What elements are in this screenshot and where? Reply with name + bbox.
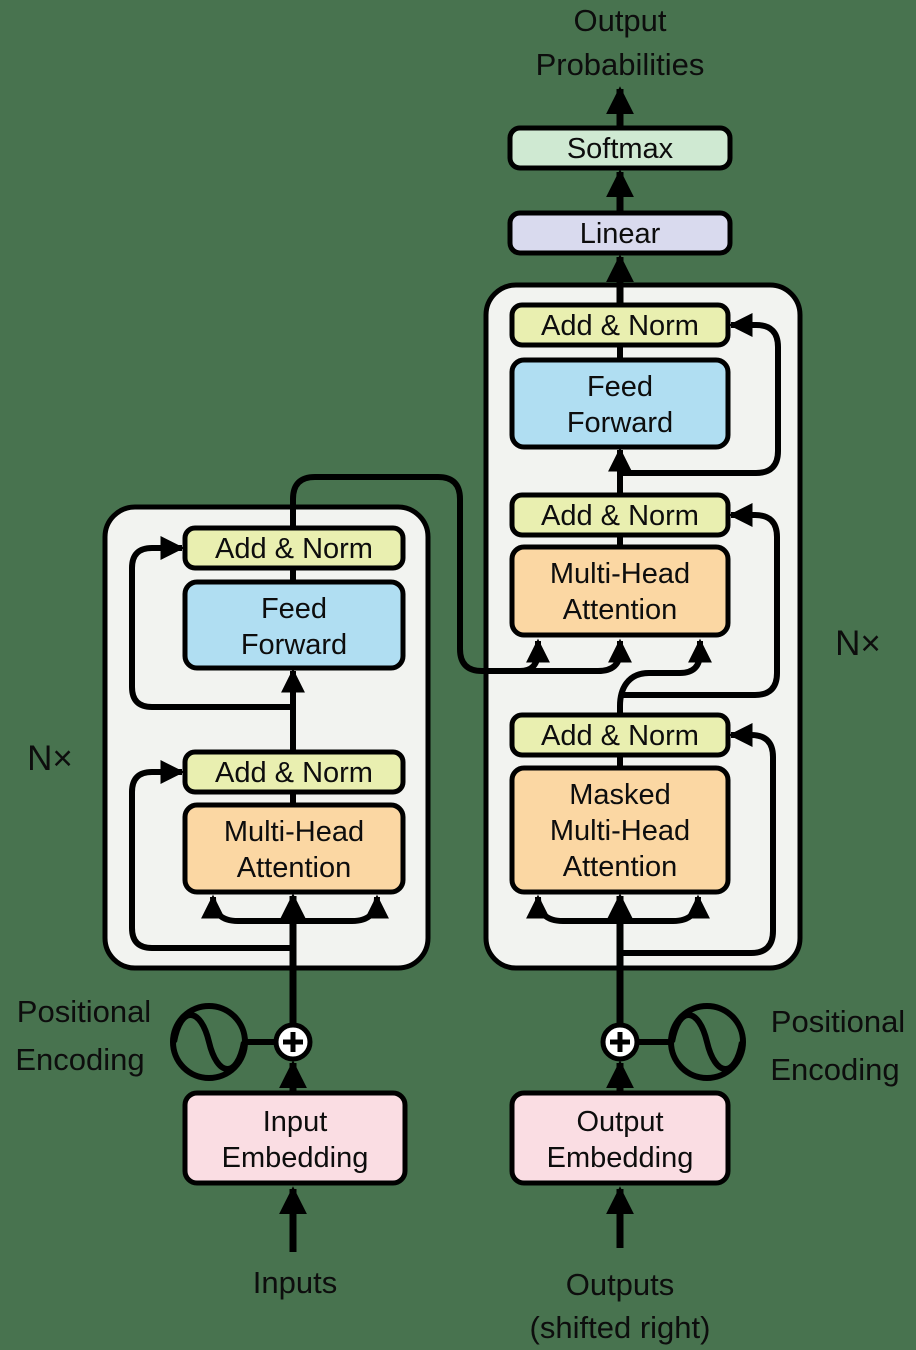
encoder-stack: Add & Norm Feed Forward Add & Norm Multi… — [182, 525, 406, 895]
decoder-feed-forward-label-line2: Forward — [567, 407, 673, 439]
output-embedding-label-line2: Embedding — [547, 1142, 694, 1174]
plus-glyph — [610, 1032, 630, 1052]
encoder-multi-head-attention-label-line1: Multi-Head — [224, 816, 364, 848]
encoder-add-norm-top-label: Add & Norm — [215, 533, 373, 565]
decoder-positional-encoding-label-line1: Positional — [771, 1004, 905, 1039]
input-embedding-label-line1: Input — [263, 1106, 328, 1138]
encoder-multi-head-attention-label-line2: Attention — [237, 852, 351, 884]
sine-wave-icon — [170, 1003, 248, 1081]
decoder-add-norm-top-box — [509, 302, 731, 348]
decoder-masked-attention-box — [509, 765, 731, 895]
input-embedding-label-line2: Embedding — [222, 1142, 369, 1174]
decoder-masked-attention-label-line1: Masked — [569, 779, 671, 811]
encoder-residual-bottom — [129, 760, 293, 951]
encoder-add-norm-top-box — [182, 525, 406, 571]
outputs-label-line1: Outputs — [566, 1267, 675, 1302]
plus-glyph — [283, 1032, 303, 1052]
decoder-masked-attention-trident — [526, 894, 710, 924]
decoder-add-norm-mid-box — [509, 492, 731, 538]
decoder-add-norm-bottom-box — [509, 712, 731, 758]
decoder-add-norm-mid-label: Add & Norm — [541, 500, 699, 532]
linear-label: Linear — [580, 218, 661, 250]
decoder-masked-attention-label-line2: Multi-Head — [550, 815, 690, 847]
decoder-add-norm-top-label: Add & Norm — [541, 310, 699, 342]
encoder-feed-forward-label-line1: Feed — [261, 593, 327, 625]
output-probabilities-label-line1: Output — [573, 3, 666, 38]
output-embedding-box — [509, 1090, 731, 1186]
input-embedding-box — [182, 1090, 408, 1186]
inputs-label: Inputs — [253, 1265, 337, 1300]
linear-box — [507, 210, 733, 256]
sine-wave-glyph — [669, 1012, 745, 1072]
decoder-positional-encoding: Positional Encoding — [600, 1003, 905, 1087]
decoder-add-norm-bottom-label: Add & Norm — [541, 720, 699, 752]
encoder-add-norm-bottom-box — [182, 749, 406, 795]
decoder-masked-attention-label-line3: Attention — [563, 851, 677, 883]
decoder-residual-top — [620, 313, 781, 476]
encoder-positional-encoding-label-line1: Positional — [17, 994, 151, 1029]
encoder-feed-forward-label-line2: Forward — [241, 629, 347, 661]
decoder-repeat-label: N× — [835, 624, 881, 663]
sine-wave-glyph — [171, 1012, 247, 1072]
encoder-decoder-connection-fork — [520, 638, 632, 674]
softmax-box — [507, 125, 733, 171]
encoder-feed-forward-box — [182, 579, 406, 671]
softmax-label: Softmax — [567, 133, 674, 165]
output-probabilities-label-line2: Probabilities — [536, 47, 705, 82]
decoder-feed-forward-box — [509, 357, 731, 450]
decoder-positional-encoding-label-line2: Encoding — [770, 1052, 899, 1087]
decoder-stack: Add & Norm Feed Forward Add & Norm Multi… — [509, 302, 731, 895]
encoder-add-norm-bottom-label: Add & Norm — [215, 757, 373, 789]
decoder-feed-forward-label-line1: Feed — [587, 371, 653, 403]
encoder-positional-encoding-label-line2: Encoding — [15, 1042, 144, 1077]
encoder-multi-head-attention-box — [182, 802, 406, 895]
decoder-residual-masked — [620, 723, 776, 956]
encoder-positional-encoding: Positional Encoding — [15, 994, 313, 1081]
encoder-attention-trident — [201, 894, 389, 924]
decoder-multi-head-attention-label-line2: Attention — [563, 594, 677, 626]
encoder-residual-top — [129, 536, 293, 710]
decoder-multi-head-attention-label-line1: Multi-Head — [550, 558, 690, 590]
output-embedding-label-line1: Output — [576, 1106, 663, 1138]
flow-lines — [129, 86, 781, 1252]
decoder-residual-mid — [620, 503, 780, 698]
sine-wave-icon — [668, 1003, 746, 1081]
outputs-label-line2: (shifted right) — [530, 1310, 711, 1345]
decoder-multi-head-attention-box — [509, 544, 731, 638]
encoder-repeat-label: N× — [27, 739, 73, 778]
